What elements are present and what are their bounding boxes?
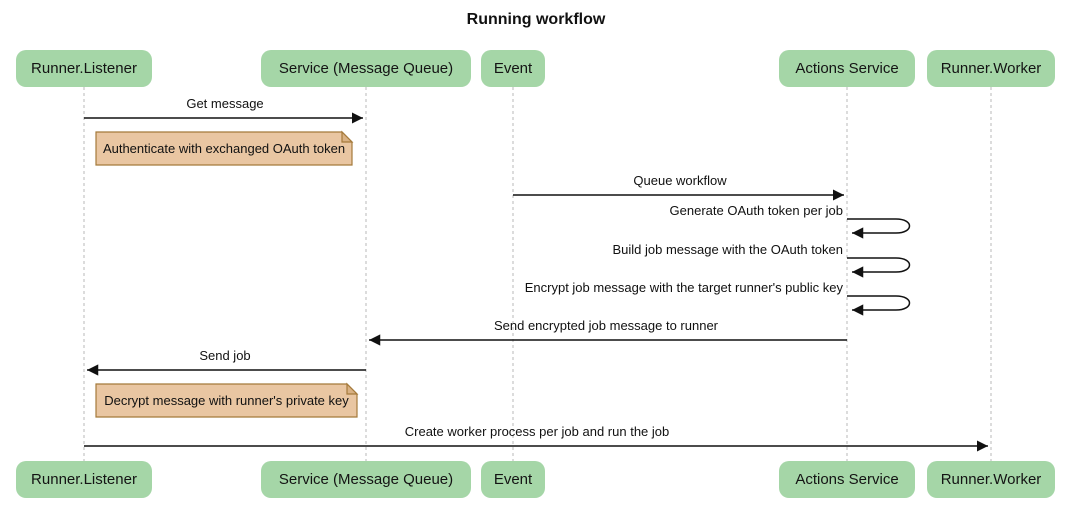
actor-top-event: Event [481,50,545,87]
self-loop-build-job-message [847,257,911,278]
message-label-create-worker-process: Create worker process per job and run th… [404,424,670,439]
actor-top-actions-service: Actions Service [779,50,915,87]
note-authenticate-oauth: Authenticate with exchanged OAuth token [102,140,346,156]
message-label-encrypt-job-message: Encrypt job message with the target runn… [524,280,843,295]
actor-top-runner-listener: Runner.Listener [16,50,152,87]
actor-top-runner-worker: Runner.Worker [927,50,1055,87]
actor-label: Actions Service [795,60,899,77]
actor-bottom-event: Event [481,461,545,498]
message-label-queue-workflow: Queue workflow [633,173,727,188]
actor-label: Event [493,471,533,488]
message-label-send-job: Send job [199,348,251,363]
actor-label: Runner.Listener [31,471,137,488]
actor-label: Service (Message Queue) [278,471,454,488]
actor-bottom-service-message-queue: Service (Message Queue) [261,461,471,498]
actor-label: Runner.Worker [940,471,1042,488]
note-shape-authenticate [95,131,353,166]
actor-label: Actions Service [795,471,899,488]
actor-bottom-runner-worker: Runner.Worker [927,461,1055,498]
note-decrypt-private-key: Decrypt message with runner's private ke… [104,392,349,408]
message-label-build-job-message: Build job message with the OAuth token [612,242,843,257]
actor-label: Service (Message Queue) [278,60,454,77]
actor-label: Event [493,60,533,77]
actor-top-service-message-queue: Service (Message Queue) [261,50,471,87]
note-shape-decrypt [95,383,358,418]
note-fold-authenticate [341,130,354,143]
actor-label: Runner.Listener [31,60,137,77]
message-label-send-encrypted-job-message: Send encrypted job message to runner [493,318,719,333]
self-loop-encrypt-job-message [847,295,911,316]
diagram-title: Running workflow [466,11,606,28]
message-label-generate-oauth-token: Generate OAuth token per job [669,203,843,218]
self-loop-generate-oauth-token [847,218,911,239]
message-label-get-message: Get message [186,96,264,111]
note-fold-decrypt [346,382,359,395]
actor-label: Runner.Worker [940,60,1042,77]
actor-bottom-runner-listener: Runner.Listener [16,461,152,498]
actor-bottom-actions-service: Actions Service [779,461,915,498]
